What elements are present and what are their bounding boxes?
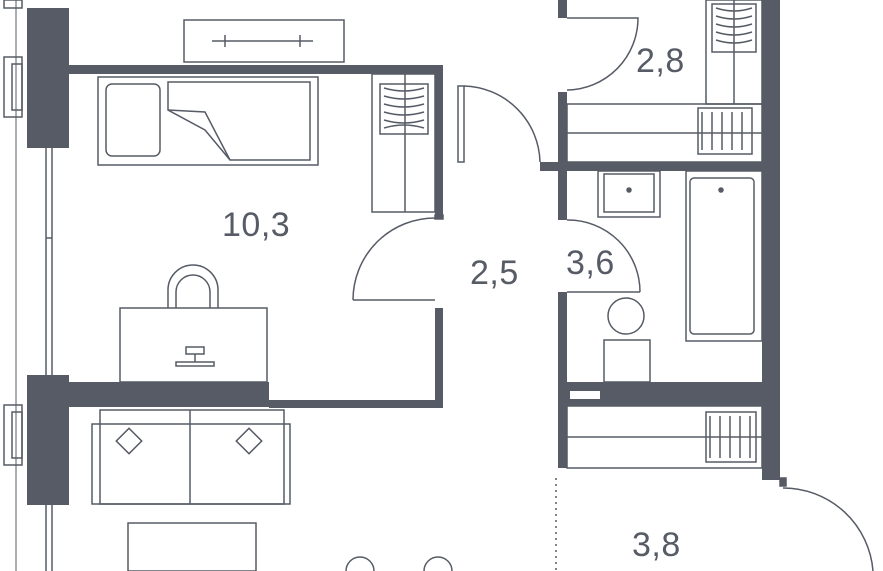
bedroom-top-wall xyxy=(69,65,443,74)
door-swing-icon xyxy=(566,219,641,293)
toilet-icon xyxy=(603,297,651,383)
wardrobe-icon xyxy=(371,73,436,213)
pillow-icon xyxy=(105,83,161,157)
storage-bottom-wall xyxy=(558,162,763,171)
hall-right-wall-bath xyxy=(558,292,567,468)
wardrobe-icon xyxy=(705,0,763,105)
bedroom-right-wall-lower xyxy=(435,308,443,408)
right-wall xyxy=(762,0,780,480)
hall-jamb xyxy=(540,162,558,171)
door-swing-icon xyxy=(457,85,541,163)
radiator-icon xyxy=(566,405,763,469)
desk-icon xyxy=(119,307,268,383)
chair-icon xyxy=(167,264,219,308)
exterior-wall-top xyxy=(27,8,69,148)
bedroom-bottom-wall xyxy=(69,382,269,407)
bathtub-icon xyxy=(685,170,763,342)
sofa-icon xyxy=(91,409,291,505)
hall-right-wall-lower xyxy=(558,170,567,220)
room-area-storage: 2,8 xyxy=(636,42,685,80)
room-area-entry: 3,8 xyxy=(632,526,681,564)
bedroom-right-wall-upper xyxy=(435,65,443,215)
monitor-icon xyxy=(175,346,215,367)
room-area-bedroom: 10,3 xyxy=(222,206,291,244)
washbasin-icon xyxy=(597,170,661,218)
walls xyxy=(27,0,780,505)
room-area-bathroom: 3,6 xyxy=(566,244,615,282)
desk-icon xyxy=(127,522,257,571)
hall-right-wall-mid xyxy=(558,92,567,170)
door-swing-icon xyxy=(566,17,639,91)
door-swing-icon xyxy=(555,477,874,571)
chair-icon xyxy=(345,556,453,571)
room-area-hallway: 2,5 xyxy=(470,254,519,292)
radiator-icon xyxy=(566,103,763,163)
bed-icon xyxy=(97,76,319,166)
exterior-wall-bottom xyxy=(27,375,69,505)
hall-right-wall-top xyxy=(558,0,567,18)
bedroom-bottom-wall-thin xyxy=(269,400,443,408)
vent-slot xyxy=(570,391,600,399)
windows xyxy=(3,0,53,571)
cushion-icon xyxy=(235,427,263,455)
door-swing-icon xyxy=(352,214,444,301)
cushion-icon xyxy=(115,427,143,455)
radiator-icon xyxy=(183,19,345,63)
